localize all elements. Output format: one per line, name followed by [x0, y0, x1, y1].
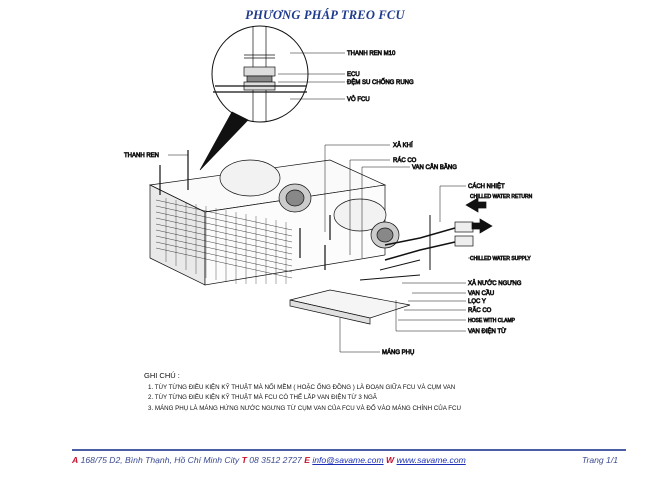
page-number: Trang 1/1 [581, 455, 618, 465]
phone-key: T [241, 455, 247, 465]
website-key: W [386, 455, 395, 465]
label-mang-phu: MÁNG PHỤ [382, 349, 414, 356]
note-line: 1. TÙY TỪNG ĐIỀU KIỆN KỸ THUẬT MÀ NỐI MỀ… [148, 383, 456, 391]
label-chilled-supply: CHILLED WATER SUPPLY [470, 256, 531, 262]
label-vo-fcu: VỎ FCU [347, 96, 370, 103]
address-text: 168/75 D2, Bình Thạnh, Hồ Chí Minh City [80, 455, 240, 465]
leader-lines [168, 52, 470, 353]
label-cach-nhiet: CÁCH NHIỆT [468, 182, 505, 190]
notes-heading: GHI CHÚ : [144, 371, 180, 380]
website-link[interactable]: www.savame.com [396, 455, 466, 465]
label-chilled-return: CHILLED WATER RETURN [470, 194, 533, 200]
phone-text: 08 3512 2727 [249, 455, 302, 465]
page-title: PHƯƠNG PHÁP TREO FCU [245, 8, 405, 22]
label-xa-nuoc-ngung: XẢ NƯỚC NGƯNG [468, 280, 522, 287]
fcu-unit [148, 150, 493, 325]
notes-section: GHI CHÚ : 1. TÙY TỪNG ĐIỀU KIỆN KỸ THUẬT… [144, 371, 461, 414]
note-line: 2. TÙY TỪNG ĐIỀU KIỆN KỸ THUẬT MÀ FCU CÓ… [148, 394, 377, 401]
label-van-can-bang: VAN CÂN BẰNG [412, 163, 457, 171]
email-key: E [304, 455, 310, 465]
footer: A 168/75 D2, Bình Thạnh, Hồ Chí Minh Cit… [72, 455, 626, 465]
label-xa-khi: XẢ KHÍ [393, 142, 413, 149]
label-rac-co-bottom: RẮC CO [468, 306, 492, 314]
detail-callout [199, 25, 309, 171]
label-thanh-ren: THANH REN [124, 153, 159, 159]
label-loc-y: LỌC Y [468, 299, 486, 305]
footer-divider [72, 449, 626, 451]
label-van-dien-tu: VAN ĐIỆN TỪ [468, 327, 506, 335]
label-hose: HOSE WITH CLAMP [468, 318, 516, 324]
note-line: 3. MÁNG PHỤ LÀ MÁNG HỨNG NƯỚC NGƯNG TỪ C… [148, 404, 461, 412]
label-rac-co-top: RÁC CO [393, 157, 417, 164]
address-key: A [72, 455, 79, 465]
label-dem-su: ĐỆM SU CHỐNG RUNG [347, 78, 414, 86]
email-link[interactable]: info@savame.com [312, 455, 384, 465]
label-thanh-ren-m10: THANH REN M10 [347, 51, 396, 57]
label-van-cau: VAN CẦU [468, 290, 494, 297]
label-ecu: ECU [347, 72, 360, 78]
